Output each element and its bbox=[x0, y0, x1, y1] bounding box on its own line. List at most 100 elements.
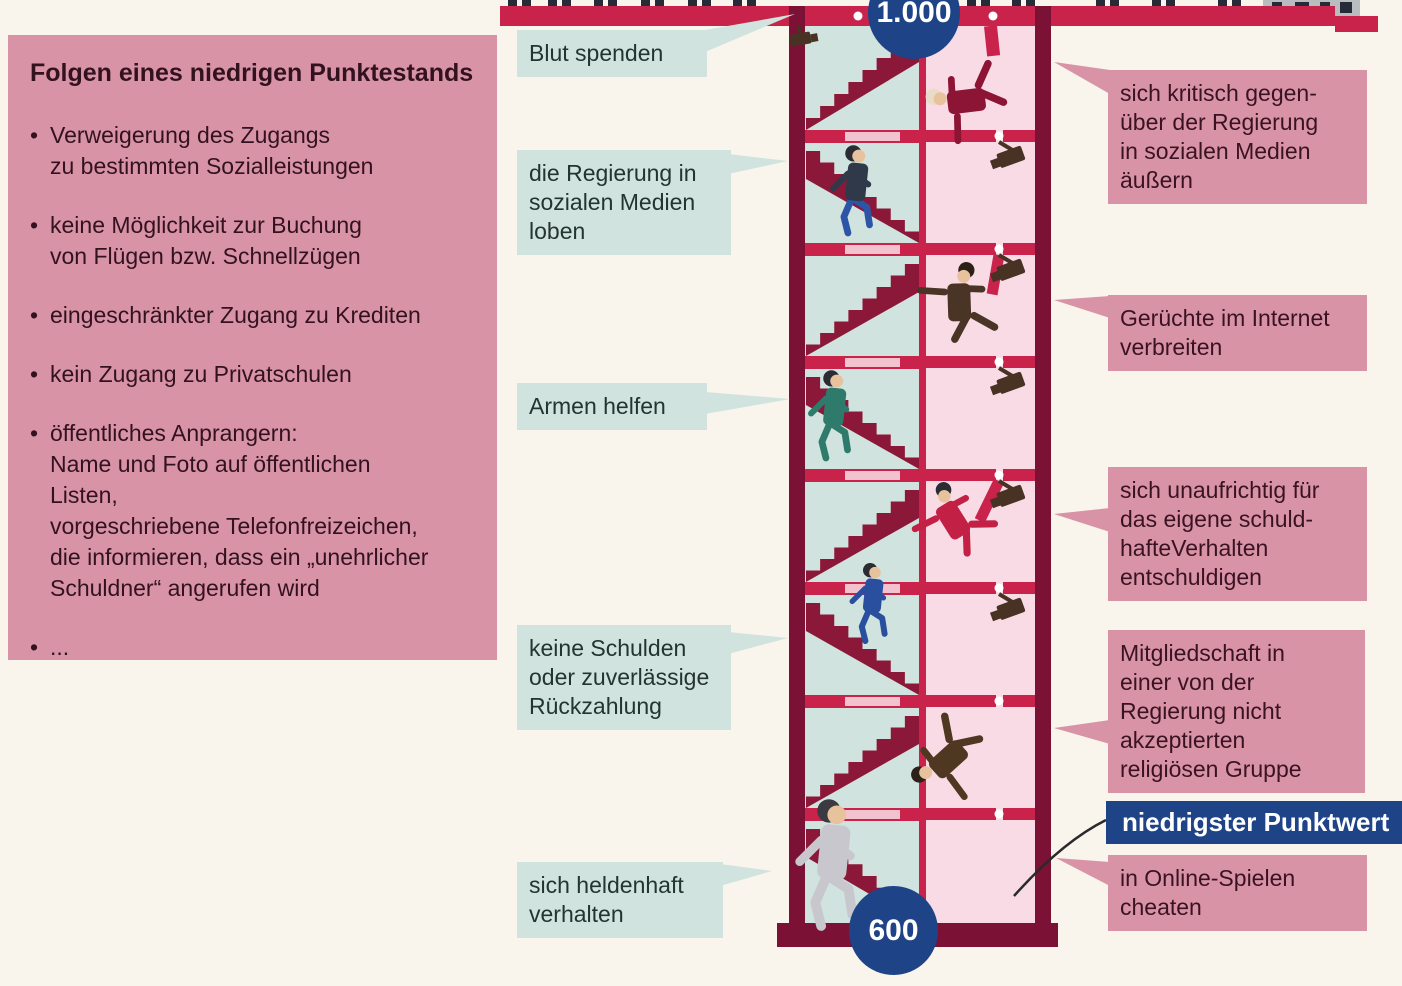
cutoff-figure bbox=[1012, 0, 1021, 8]
hinge-dot bbox=[853, 11, 863, 21]
cutoff-figure bbox=[508, 0, 517, 8]
staircase bbox=[806, 490, 919, 582]
open-trapdoor bbox=[974, 478, 1004, 523]
floor-bar bbox=[1003, 808, 1035, 820]
floor-bar bbox=[1003, 582, 1035, 594]
hinge-dot bbox=[994, 244, 1004, 254]
hinge-dot bbox=[994, 131, 1004, 141]
floor-bar-inner bbox=[845, 245, 900, 254]
falling-person bbox=[911, 482, 999, 557]
cutoff-figure bbox=[522, 0, 531, 8]
bullet-icon: • bbox=[30, 634, 39, 660]
tower-divider bbox=[919, 26, 926, 923]
cutoff-figure bbox=[641, 0, 650, 8]
hinge-dot bbox=[988, 11, 998, 21]
bullet-text: keine Möglichkeit zur Buchung von Flügen… bbox=[50, 212, 362, 269]
staircase bbox=[806, 264, 919, 356]
callout-armen-helfen: Armen helfen bbox=[517, 383, 707, 430]
panel-bullet: • Verweigerung des Zugangs zu bestimmten… bbox=[30, 120, 479, 182]
cutoff-figure bbox=[702, 0, 711, 8]
floor-bar bbox=[1003, 695, 1035, 707]
floor-bar bbox=[926, 582, 996, 594]
bullet-icon: • bbox=[30, 212, 39, 238]
surveillance-camera-icon bbox=[989, 253, 1026, 283]
cutoff-figure bbox=[981, 0, 990, 8]
panel-bullet: • öffentliches Anprangern: Name und Foto… bbox=[30, 418, 479, 604]
cutoff-figure bbox=[562, 0, 571, 8]
panel-bullet: • ... bbox=[30, 632, 479, 663]
cutoff-figure bbox=[747, 0, 756, 8]
surveillance-camera-icon bbox=[989, 479, 1026, 509]
connector-curve bbox=[1013, 818, 1107, 897]
callout-pointer bbox=[1054, 296, 1110, 318]
floor-bar bbox=[926, 243, 996, 255]
hinge-dot bbox=[994, 583, 1004, 593]
surveillance-camera-icon bbox=[989, 592, 1026, 622]
lowest-score-label: niedrigster Punktwert bbox=[1106, 801, 1402, 844]
callout-heldenhaft: sich heldenhaft verhalten bbox=[517, 862, 723, 938]
callout-pointer bbox=[705, 14, 795, 52]
bullet-text: eingeschränkter Zugang zu Krediten bbox=[50, 302, 421, 328]
cutoff-figure bbox=[1166, 0, 1175, 8]
cutoff-figure bbox=[1026, 0, 1035, 8]
floor-bar-inner bbox=[845, 358, 900, 367]
callout-geruechte: Gerüchte im Internet verbreiten bbox=[1108, 295, 1367, 371]
surveillance-camera-icon bbox=[989, 140, 1026, 170]
bullet-icon: • bbox=[30, 302, 39, 328]
callout-pointer bbox=[1054, 508, 1110, 532]
hinge-dot bbox=[994, 696, 1004, 706]
floor-bar-inner bbox=[845, 132, 900, 141]
cutoff-figure bbox=[1218, 0, 1227, 8]
callout-unaufrichtig: sich unaufrichtig für das eigene schuld-… bbox=[1108, 467, 1367, 601]
floor-bar bbox=[926, 469, 996, 481]
bullet-icon: • bbox=[30, 122, 39, 148]
cutoff-figure bbox=[548, 0, 557, 8]
falling-person bbox=[925, 59, 1008, 145]
climbing-person bbox=[849, 563, 888, 645]
panel-bullet: • keine Möglichkeit zur Buchung von Flüg… bbox=[30, 210, 479, 272]
surveillance-camera-icon bbox=[789, 25, 819, 47]
floor-bar bbox=[1003, 356, 1035, 368]
callout-keine-schulden: keine Schulden oder zuverlässige Rückzah… bbox=[517, 625, 731, 730]
climbing-person bbox=[808, 370, 851, 462]
callout-pointer bbox=[1054, 720, 1110, 744]
callout-kritisch-aeussern: sich kritisch gegen- über der Regierung … bbox=[1108, 70, 1367, 204]
callout-blut-spenden: Blut spenden bbox=[517, 30, 707, 77]
cutoff-figure bbox=[688, 0, 697, 8]
score-bottom-badge: 600 bbox=[849, 886, 938, 975]
callout-pointer bbox=[728, 154, 788, 174]
floor-bar bbox=[926, 695, 996, 707]
cutoff-figure bbox=[655, 0, 664, 8]
callout-pointer bbox=[720, 864, 772, 886]
hinge-dot bbox=[994, 470, 1004, 480]
cutoff-figure bbox=[1110, 0, 1119, 8]
panel-title: Folgen eines niedrigen Punktestands bbox=[30, 59, 474, 87]
staircase bbox=[806, 716, 919, 808]
tower-right-wall bbox=[1035, 6, 1051, 947]
callout-pointer bbox=[1054, 62, 1110, 94]
surveillance-camera-icon bbox=[989, 366, 1026, 396]
panel-bullet: • kein Zugang zu Privatschulen bbox=[30, 359, 479, 390]
floor-bar bbox=[1003, 130, 1035, 142]
staircase bbox=[806, 34, 919, 130]
cutoff-figure bbox=[733, 0, 742, 8]
panel-bullet: • eingeschränkter Zugang zu Krediten bbox=[30, 300, 479, 331]
tower-left-wall bbox=[789, 6, 805, 947]
callout-regierung-loben: die Regierung in sozialen Medien loben bbox=[517, 150, 731, 255]
top-floor-bar-step bbox=[1335, 16, 1378, 32]
callout-online-cheaten: in Online-Spielen cheaten bbox=[1108, 855, 1367, 931]
bullet-text: kein Zugang zu Privatschulen bbox=[50, 361, 352, 387]
staircase bbox=[806, 603, 919, 695]
falling-person bbox=[911, 712, 984, 801]
cutoff-figure bbox=[1232, 0, 1241, 8]
bullet-icon: • bbox=[30, 420, 39, 446]
hinge-dot bbox=[994, 357, 1004, 367]
callout-pointer bbox=[728, 632, 788, 654]
hinge-dot bbox=[994, 809, 1004, 819]
climbing-person bbox=[830, 145, 873, 237]
floor-bar-inner bbox=[845, 810, 900, 819]
cutoff-figure bbox=[608, 0, 617, 8]
floor-bar bbox=[926, 356, 996, 368]
